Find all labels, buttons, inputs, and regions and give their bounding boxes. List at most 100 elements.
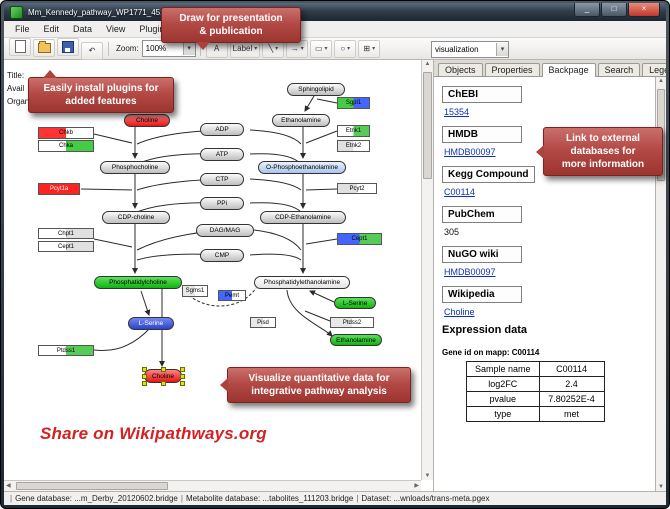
pathway-node-phosphatidylcholine[interactable]: Phosphatidylcholine — [94, 276, 182, 289]
tab-legend[interactable]: Legend — [642, 63, 666, 76]
scrollbar-thumb[interactable] — [423, 72, 432, 179]
pathway-node-ptdss2[interactable]: Ptdss2 — [330, 317, 374, 328]
database-name-header: Wikipedia — [442, 286, 522, 303]
pathway-node-l-serine[interactable]: L-Serine — [334, 297, 376, 309]
selection-handle[interactable] — [142, 367, 147, 372]
visualization-combobox[interactable]: visualization ▾ — [431, 41, 509, 58]
pathway-node-ethanolamine[interactable]: Ethanolamine — [272, 114, 330, 127]
rectangle-tool[interactable]: ▭▾ — [310, 39, 333, 58]
pathway-node-ppi[interactable]: PPi — [200, 197, 244, 210]
pathway-node-choline[interactable]: Choline — [124, 114, 170, 127]
pathway-node-adp[interactable]: ADP — [200, 123, 244, 136]
database-id-link[interactable]: C00114 — [444, 187, 475, 197]
menu-item-view[interactable]: View — [106, 24, 126, 34]
dropdown-arrow-icon[interactable]: ▾ — [324, 46, 328, 52]
database-id-link[interactable]: HMDB00097 — [444, 147, 496, 157]
pathway-node-o-phosphoethanolamine[interactable]: O-Phosphoethanolamine — [258, 161, 346, 174]
expression-table-cell: C00114 — [538, 361, 605, 377]
dropdown-arrow-icon[interactable]: ▾ — [496, 43, 508, 56]
selection-handle[interactable] — [161, 367, 166, 372]
selection-handle[interactable] — [180, 374, 185, 379]
title-bar[interactable]: Mm_Kennedy_pathway_WP1771_45176.gp... _ … — [4, 3, 666, 21]
scroll-up-icon[interactable]: ▲ — [658, 78, 664, 84]
pathway-node-ctp[interactable]: CTP — [200, 173, 244, 186]
canvas-vertical-scrollbar[interactable]: ▲ ▼ — [421, 60, 433, 480]
line-tool[interactable]: ╲▾ — [262, 39, 285, 58]
selection-handle[interactable] — [161, 381, 166, 386]
tab-objects[interactable]: Objects — [438, 63, 483, 76]
selection-handle[interactable] — [180, 381, 185, 386]
database-id-link[interactable]: HMDB00097 — [444, 267, 496, 277]
pathway-node-pcyt2[interactable]: Pcyt2 — [337, 183, 377, 194]
zoom-combobox[interactable]: 100% ▾ — [141, 40, 196, 57]
maximize-button[interactable]: □ — [601, 3, 627, 17]
minimize-button[interactable]: _ — [574, 3, 600, 17]
save-pathway-button[interactable] — [57, 38, 79, 56]
pathway-node-pisd[interactable]: Pisd — [250, 317, 276, 328]
pathway-node-atp[interactable]: ATP — [200, 148, 244, 161]
scroll-right-icon[interactable]: ▶ — [414, 483, 419, 489]
scroll-down-icon[interactable]: ▼ — [658, 484, 664, 490]
pathway-node-cdp-choline[interactable]: CDP-choline — [102, 211, 170, 224]
database-id-link[interactable]: 15354 — [444, 107, 470, 117]
callout-text: Draw for presentation — [179, 13, 283, 24]
scroll-left-icon[interactable]: ◀ — [6, 483, 11, 489]
pathway-node-sgpl1[interactable]: Sgpl1 — [337, 97, 370, 109]
template-tool[interactable]: ⊞▾ — [358, 39, 381, 58]
selection-handle[interactable] — [142, 374, 147, 379]
tab-search[interactable]: Search — [597, 63, 641, 76]
visualization-value: visualization — [435, 45, 479, 54]
label-tool[interactable]: Label▾ — [229, 39, 261, 58]
dropdown-arrow-icon[interactable]: ▾ — [254, 46, 258, 52]
menu-item-data[interactable]: Data — [73, 24, 93, 34]
pathway-node-phosphocholine[interactable]: Phosphocholine — [100, 161, 170, 174]
pathway-node-phosphatidylethanolamine[interactable]: Phosphatidylethanolamine — [254, 276, 350, 289]
pathway-node-ptdss1[interactable]: Ptdss1 — [38, 345, 94, 356]
database-id-link[interactable]: Choline — [444, 307, 475, 317]
pathway-node-chkb[interactable]: Chkb — [38, 127, 94, 139]
pathway-node-dag-mag[interactable]: DAG/MAG — [196, 224, 254, 237]
selection-handle[interactable] — [180, 367, 185, 372]
canvas-horizontal-scrollbar[interactable]: ◀ ▶ — [4, 480, 421, 491]
dropdown-arrow-icon[interactable]: ▾ — [347, 46, 351, 52]
pathway-node-choline[interactable]: Choline — [142, 367, 185, 386]
pathway-node-l-serine[interactable]: L-Serine — [128, 317, 174, 330]
scroll-down-icon[interactable]: ▼ — [424, 473, 431, 479]
dropdown-arrow-icon[interactable]: ▾ — [372, 46, 376, 52]
tab-properties[interactable]: Properties — [484, 63, 540, 76]
tab-backpage[interactable]: Backpage — [541, 63, 596, 77]
pathway-node-pcyt1a[interactable]: Pcyt1a — [38, 183, 80, 195]
dropdown-arrow-icon[interactable]: ▾ — [300, 46, 304, 52]
close-button[interactable]: × — [628, 3, 660, 17]
pathway-node-cmp[interactable]: CMP — [200, 249, 244, 262]
pathway-node-chpt1[interactable]: Chpt1 — [38, 228, 94, 239]
pathway-node-etnk1[interactable]: Etnk1 — [337, 125, 370, 137]
pathway-node-cept1[interactable]: Cept1 — [38, 241, 94, 252]
pathway-node-chka[interactable]: Chka — [38, 140, 94, 152]
dropdown-arrow-icon[interactable]: ▾ — [182, 42, 195, 55]
pathway-node-etnk2[interactable]: Etnk2 — [337, 140, 370, 152]
pathway-node-cept1[interactable]: Cept1 — [337, 233, 382, 245]
callout-text: databases for — [570, 146, 636, 157]
scrollbar-thumb[interactable] — [16, 482, 168, 490]
pathway-node-cdp-ethanolamine[interactable]: CDP-Ethanolamine — [260, 211, 346, 224]
pathway-node-ethanolamine[interactable]: Ethanolamine — [330, 334, 382, 346]
selection-handle[interactable] — [142, 381, 147, 386]
ellipse-tool[interactable]: ○▾ — [334, 39, 357, 58]
dropdown-arrow-icon[interactable]: ▾ — [275, 46, 279, 52]
pathway-node-sgms1[interactable]: Sgms1 — [182, 285, 208, 297]
pathway-node-sphingolipid[interactable]: Sphingolipid — [287, 83, 345, 96]
scroll-up-icon[interactable]: ▲ — [424, 61, 431, 67]
undo-button[interactable]: ↶ — [81, 41, 103, 60]
open-pathway-button[interactable] — [33, 39, 55, 57]
menu-item-edit[interactable]: Edit — [43, 24, 60, 34]
new-pathway-button[interactable] — [9, 37, 31, 56]
pathway-node-pemt[interactable]: Pemt — [218, 290, 246, 301]
menu-item-plugins[interactable]: Plugins — [139, 24, 169, 34]
menu-item-file[interactable]: File — [15, 24, 30, 34]
